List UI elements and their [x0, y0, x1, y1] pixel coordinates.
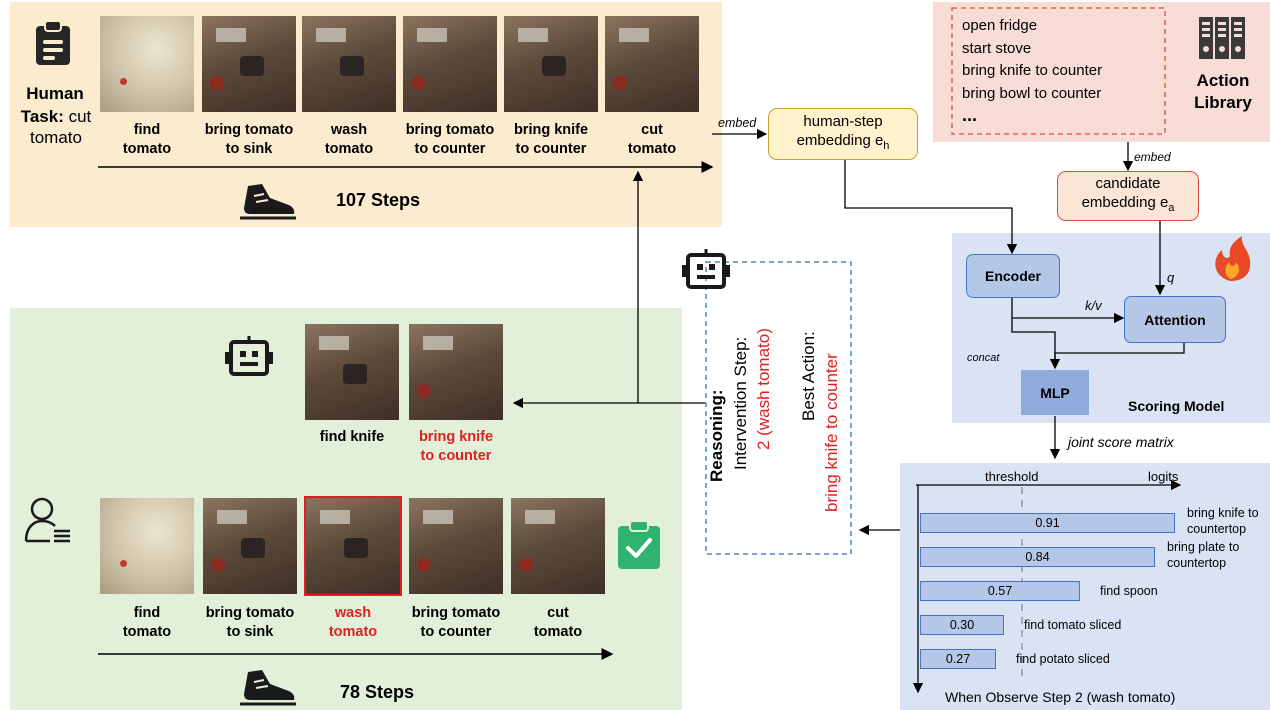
intervention-value: 2 (wash tomato) — [754, 328, 773, 450]
task-name-line1: cut — [68, 107, 92, 126]
bottom-frame-4 — [409, 498, 503, 594]
concat-label: concat — [967, 352, 1000, 364]
library-item: open fridge — [962, 17, 1038, 34]
best-action-label: Best Action: — [799, 331, 818, 421]
action-library-list: open fridge start stove bring knife to c… — [962, 15, 1102, 125]
kv-label: k/v — [1085, 298, 1102, 313]
score-bar: 0.84 — [920, 547, 1155, 567]
best-action-value: bring knife to counter — [822, 353, 841, 512]
bottom-step-count: 78 Steps — [340, 682, 415, 702]
library-binders-icon — [1199, 17, 1245, 59]
bottom-frame-5 — [511, 498, 605, 594]
threshold-label: threshold — [985, 469, 1039, 484]
encoder-box: Encoder — [966, 254, 1060, 298]
task-label: Task: — [20, 107, 64, 126]
library-item: bring bowl to counter — [962, 84, 1102, 102]
score-chart-caption: When Observe Step 2 (wash tomato) — [945, 689, 1176, 705]
candidate-embedding-box: candidate embedding ea — [1057, 171, 1199, 221]
top-frame-4 — [403, 16, 497, 112]
score-value: 0.91 — [1035, 516, 1060, 530]
person-list-icon — [24, 497, 70, 543]
library-item: start stove — [962, 39, 1032, 57]
score-bar-label: find potato sliced — [1016, 652, 1110, 666]
top-frame-3 — [302, 16, 396, 112]
action-library-panel — [933, 2, 1270, 142]
flame-icon — [1215, 236, 1251, 281]
score-bar: 0.27 — [920, 649, 996, 669]
score-bar-label: find tomato sliced — [1024, 618, 1122, 632]
top-frame-5 — [504, 16, 598, 112]
bottom-frame-2 — [203, 498, 297, 594]
score-value: 0.84 — [1025, 550, 1050, 564]
q-label: q — [1167, 270, 1175, 285]
sneaker-icon — [240, 670, 296, 706]
human-label: Human — [26, 84, 84, 103]
human-step-embedding-box: human-step embedding eh — [768, 108, 918, 160]
clipboard-icon — [36, 20, 70, 65]
top-step-count: 107 Steps — [336, 190, 421, 210]
attention-box: Attention — [1124, 296, 1226, 343]
score-value: 0.30 — [949, 618, 975, 632]
check-clipboard-icon — [618, 520, 660, 569]
sneaker-icon — [240, 184, 296, 220]
scoring-model-title: Scoring Model — [1128, 398, 1225, 414]
top-frame-6 — [605, 16, 699, 112]
embed-label-library: embed — [1134, 150, 1171, 164]
intervention-label: Intervention Step: — [731, 336, 750, 470]
robot-step-label: find knife — [319, 429, 385, 445]
human-embedding-line1: human-step — [803, 113, 883, 130]
human-embedding-line2: embedding eh — [796, 132, 890, 152]
top-frame-1 — [100, 16, 194, 112]
score-bar: 0.57 — [920, 581, 1080, 601]
candidate-embedding-line1: candidate — [1095, 175, 1161, 192]
library-item: ... — [962, 105, 978, 125]
joint-score-matrix-label: joint score matrix — [1068, 434, 1174, 450]
top-frame-2 — [202, 16, 296, 112]
robot-frame-2 — [409, 324, 503, 420]
score-bar-label: find spoon — [1100, 584, 1158, 598]
score-bar: 0.30 — [920, 615, 1004, 635]
bottom-frame-3-highlighted — [306, 498, 400, 594]
robot-icon — [682, 249, 730, 289]
library-item: bring knife to counter — [962, 62, 1103, 79]
task-name-line2: tomato — [30, 128, 82, 147]
reasoning-title: Reasoning: — [707, 389, 726, 482]
bottom-frame-1 — [100, 498, 194, 594]
score-value: 0.27 — [945, 652, 971, 666]
score-bar: 0.91 — [920, 513, 1175, 533]
embed-label-human: embed — [718, 116, 757, 130]
mlp-box: MLP — [1021, 370, 1089, 415]
task-name: Task: cut tomato — [14, 106, 98, 148]
score-value: 0.57 — [987, 584, 1013, 598]
candidate-embedding-line2: embedding ea — [1081, 194, 1175, 214]
robot-frame-1 — [305, 324, 399, 420]
logits-label: logits — [1148, 469, 1179, 484]
robot-icon — [225, 336, 273, 376]
